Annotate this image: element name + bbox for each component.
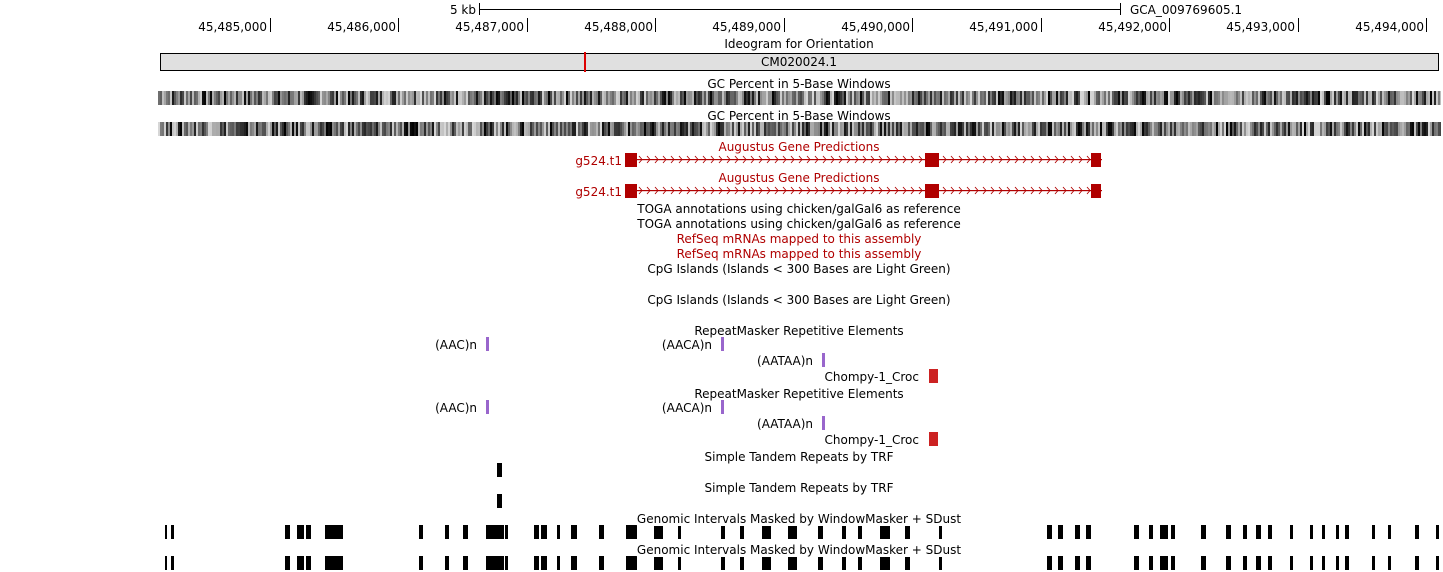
tandem-repeat[interactable] (497, 463, 502, 477)
track-title: RefSeq mRNAs mapped to this assembly (676, 232, 922, 246)
repeat-element[interactable] (721, 337, 724, 351)
ruler-tick-label: 45,488,000 (584, 20, 653, 34)
ruler-tick (1169, 18, 1170, 32)
ruler-tick (784, 18, 785, 32)
ruler-tick-label: 45,486,000 (327, 20, 396, 34)
ruler-tick-label: 45,489,000 (712, 20, 781, 34)
track-title: Genomic Intervals Masked by WindowMasker… (636, 543, 962, 557)
tandem-repeat[interactable] (497, 494, 502, 508)
gene-model[interactable] (625, 184, 1102, 198)
repeat-label[interactable]: Chompy-1_Croc (824, 433, 919, 447)
track-title: GC Percent in 5-Base Windows (707, 109, 891, 123)
repeat-element[interactable] (929, 369, 938, 383)
ruler-tick-label: 45,485,000 (198, 20, 267, 34)
ruler-tick-label: 45,494,000 (1355, 20, 1424, 34)
track-title: CpG Islands (Islands < 300 Bases are Lig… (647, 262, 951, 276)
ruler-tick-label: 45,490,000 (841, 20, 910, 34)
track-title: TOGA annotations using chicken/galGal6 a… (637, 202, 961, 216)
track-title: Augustus Gene Predictions (718, 140, 880, 154)
repeat-element[interactable] (486, 337, 489, 351)
gene-label[interactable]: g524.t1 (575, 185, 622, 199)
gene-label[interactable]: g524.t1 (575, 154, 622, 168)
ruler-tick-label: 45,487,000 (455, 20, 524, 34)
ruler-tick (270, 18, 271, 32)
ruler-tick (912, 18, 913, 32)
position-marker (584, 52, 586, 72)
scale-right-cap (1120, 3, 1121, 15)
ruler-tick-label: 45,491,000 (969, 20, 1038, 34)
scale-line (479, 9, 1120, 10)
track-title: CpG Islands (Islands < 300 Bases are Lig… (647, 293, 951, 307)
repeat-element[interactable] (721, 400, 724, 414)
track-title: GC Percent in 5-Base Windows (707, 77, 891, 91)
track-title: Ideogram for Orientation (724, 37, 874, 51)
repeat-element[interactable] (486, 400, 489, 414)
repeat-label[interactable]: (AATAA)n (757, 354, 813, 368)
repeat-label[interactable]: Chompy-1_Croc (824, 370, 919, 384)
gc-wiggle-bars (158, 122, 1441, 136)
track-title: TOGA annotations using chicken/galGal6 a… (637, 217, 961, 231)
gc-wiggle-bars (158, 91, 1441, 105)
track-title: Simple Tandem Repeats by TRF (704, 450, 894, 464)
masked-intervals[interactable] (0, 556, 1443, 570)
track-title: Genomic Intervals Masked by WindowMasker… (636, 512, 962, 526)
repeat-label[interactable]: (AAC)n (435, 338, 477, 352)
repeat-element[interactable] (929, 432, 938, 446)
repeat-label[interactable]: (AACA)n (661, 338, 712, 352)
repeat-label[interactable]: (AACA)n (661, 401, 712, 415)
track-title: RepeatMasker Repetitive Elements (694, 324, 904, 338)
repeat-element[interactable] (822, 416, 825, 430)
repeat-label[interactable]: (AATAA)n (757, 417, 813, 431)
ruler-tick (1298, 18, 1299, 32)
ruler-tick (527, 18, 528, 32)
ruler-tick (1041, 18, 1042, 32)
chromosome-ideogram[interactable] (160, 53, 1439, 71)
ruler-tick (398, 18, 399, 32)
ruler-tick (655, 18, 656, 32)
ruler-tick (1426, 18, 1427, 32)
gene-model[interactable] (625, 153, 1102, 167)
scale-label: 5 kb (449, 3, 476, 17)
track-title: Simple Tandem Repeats by TRF (704, 481, 894, 495)
repeat-element[interactable] (822, 353, 825, 367)
ruler-tick-label: 45,492,000 (1098, 20, 1167, 34)
masked-intervals[interactable] (0, 525, 1443, 539)
track-title: Augustus Gene Predictions (718, 171, 880, 185)
repeat-label[interactable]: (AAC)n (435, 401, 477, 415)
track-title: RefSeq mRNAs mapped to this assembly (676, 247, 922, 261)
chromosome-label: CM020024.1 (761, 55, 837, 69)
ruler-tick-label: 45,493,000 (1226, 20, 1295, 34)
track-title: RepeatMasker Repetitive Elements (694, 387, 904, 401)
assembly-label: GCA_009769605.1 (1130, 3, 1243, 17)
